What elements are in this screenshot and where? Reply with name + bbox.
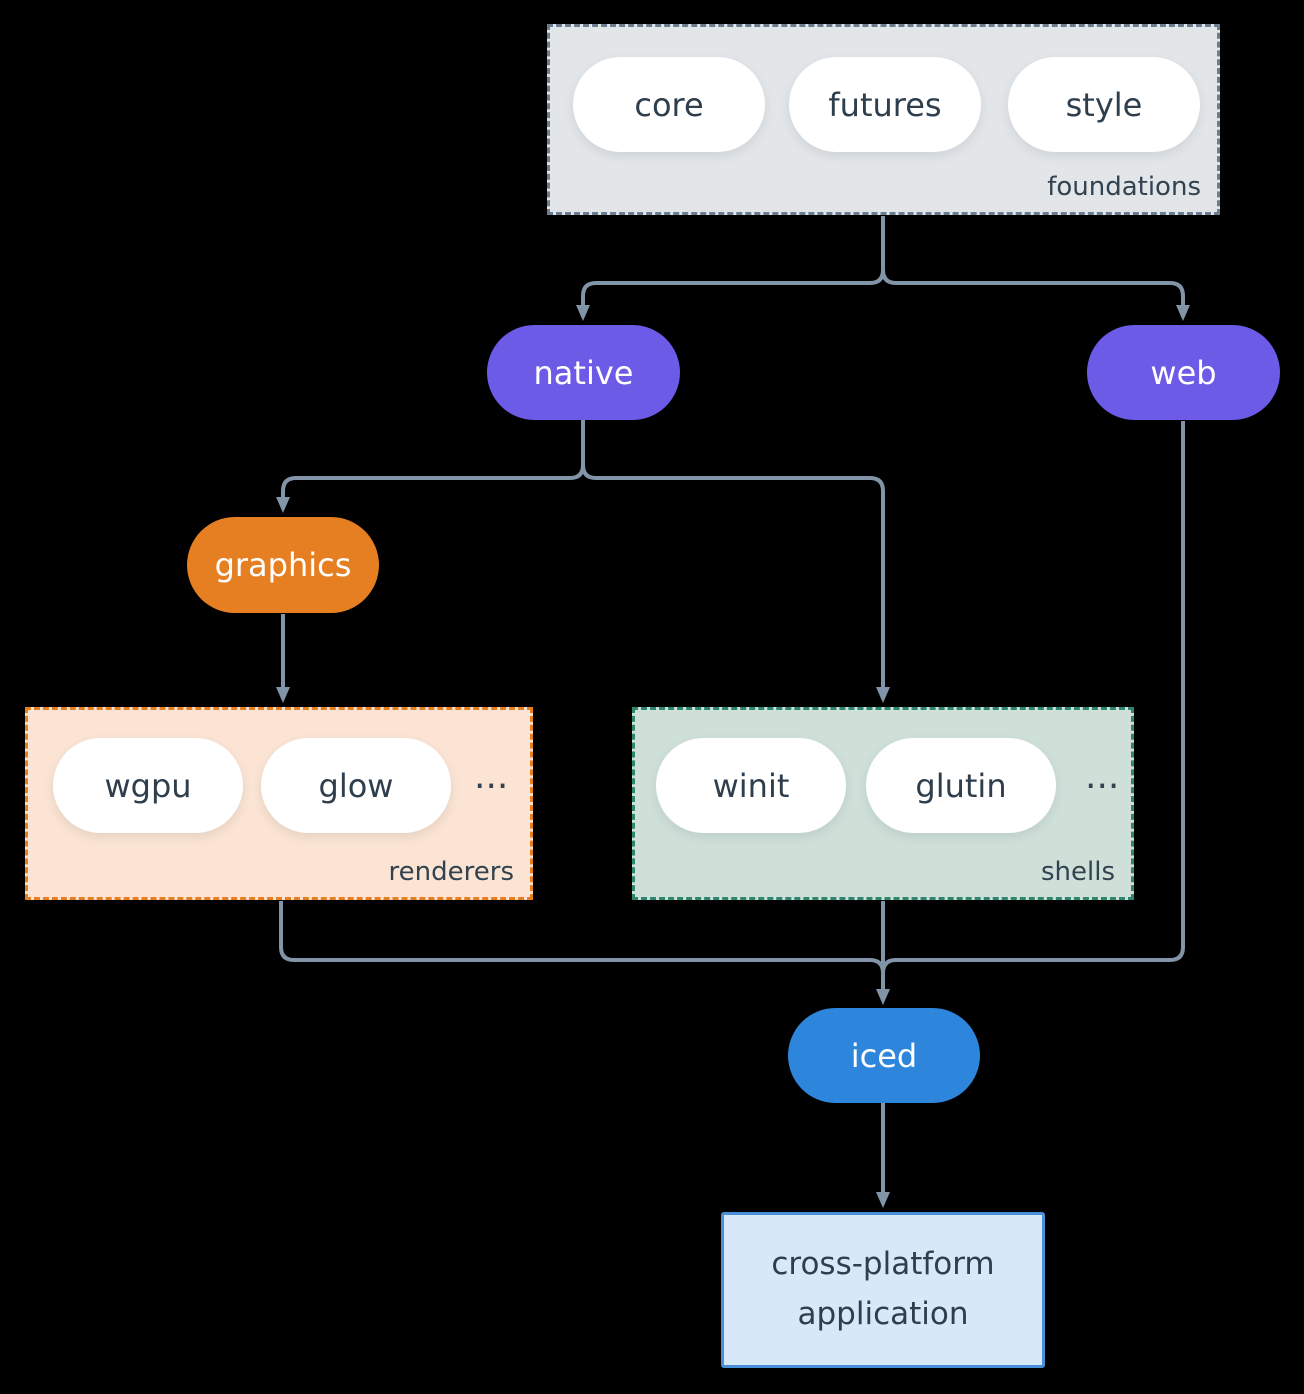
node-iced: iced	[788, 1008, 980, 1103]
cross-platform-application-box: cross-platform application	[721, 1212, 1045, 1368]
foundations-group: core futures style foundations	[547, 24, 1220, 215]
shells-group: winit glutin ... shells	[632, 707, 1134, 900]
node-web: web	[1087, 325, 1280, 420]
node-wgpu: wgpu	[53, 738, 243, 833]
renderers-label: renderers	[388, 857, 514, 887]
renderers-ellipsis: ...	[474, 756, 509, 797]
edge-renderers-to-iced	[279, 901, 885, 974]
edge-native-to-graphics	[276, 420, 585, 513]
foundations-label: foundations	[1047, 172, 1201, 202]
node-graphics: graphics	[187, 517, 379, 613]
node-glutin: glutin	[866, 738, 1056, 833]
node-glow: glow	[261, 738, 451, 833]
renderers-group: wgpu glow ... renderers	[25, 707, 533, 900]
node-futures: futures	[789, 57, 981, 152]
shells-label: shells	[1040, 857, 1115, 887]
edge-foundations-to-web	[881, 216, 1190, 321]
node-style: style	[1008, 57, 1200, 152]
edge-foundations-to-native	[576, 216, 885, 321]
node-native: native	[487, 325, 680, 420]
edge-native-to-shells	[581, 420, 890, 703]
shells-ellipsis: ...	[1085, 756, 1120, 797]
node-winit: winit	[656, 738, 846, 833]
node-core: core	[573, 57, 765, 152]
